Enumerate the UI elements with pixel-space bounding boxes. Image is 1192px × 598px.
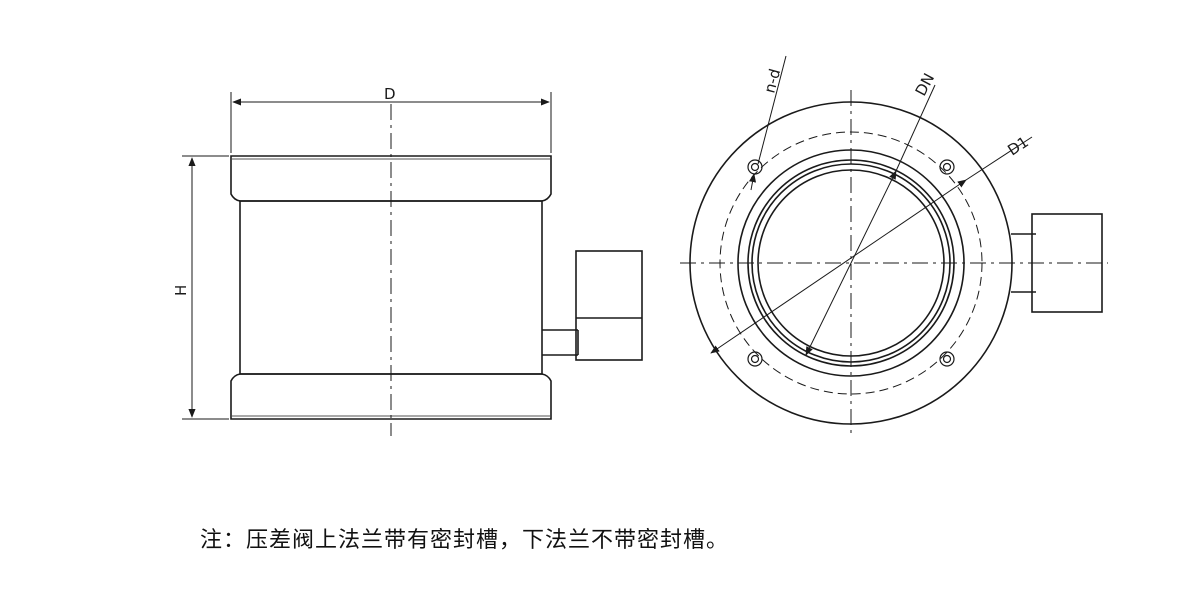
note-text: 注：压差阀上法兰带有密封槽，下法兰不带密封槽。 [200, 528, 730, 553]
label-d1: D1 [1004, 133, 1031, 160]
label-d: D [384, 85, 396, 103]
top-view [680, 90, 1108, 438]
side-connector-pipe [542, 329, 579, 356]
side-connector-box [575, 250, 643, 361]
dimension-dn [805, 84, 936, 356]
label-h: H [172, 285, 190, 296]
label-dn: DN [912, 70, 939, 99]
bottom-flange [230, 373, 552, 420]
dimension-h [182, 155, 229, 420]
dimension-d1 [710, 136, 1033, 354]
side-view [230, 104, 643, 436]
leader-n-d [748, 55, 787, 191]
label-n-d: n-d [760, 67, 784, 95]
dimension-d [230, 92, 552, 153]
